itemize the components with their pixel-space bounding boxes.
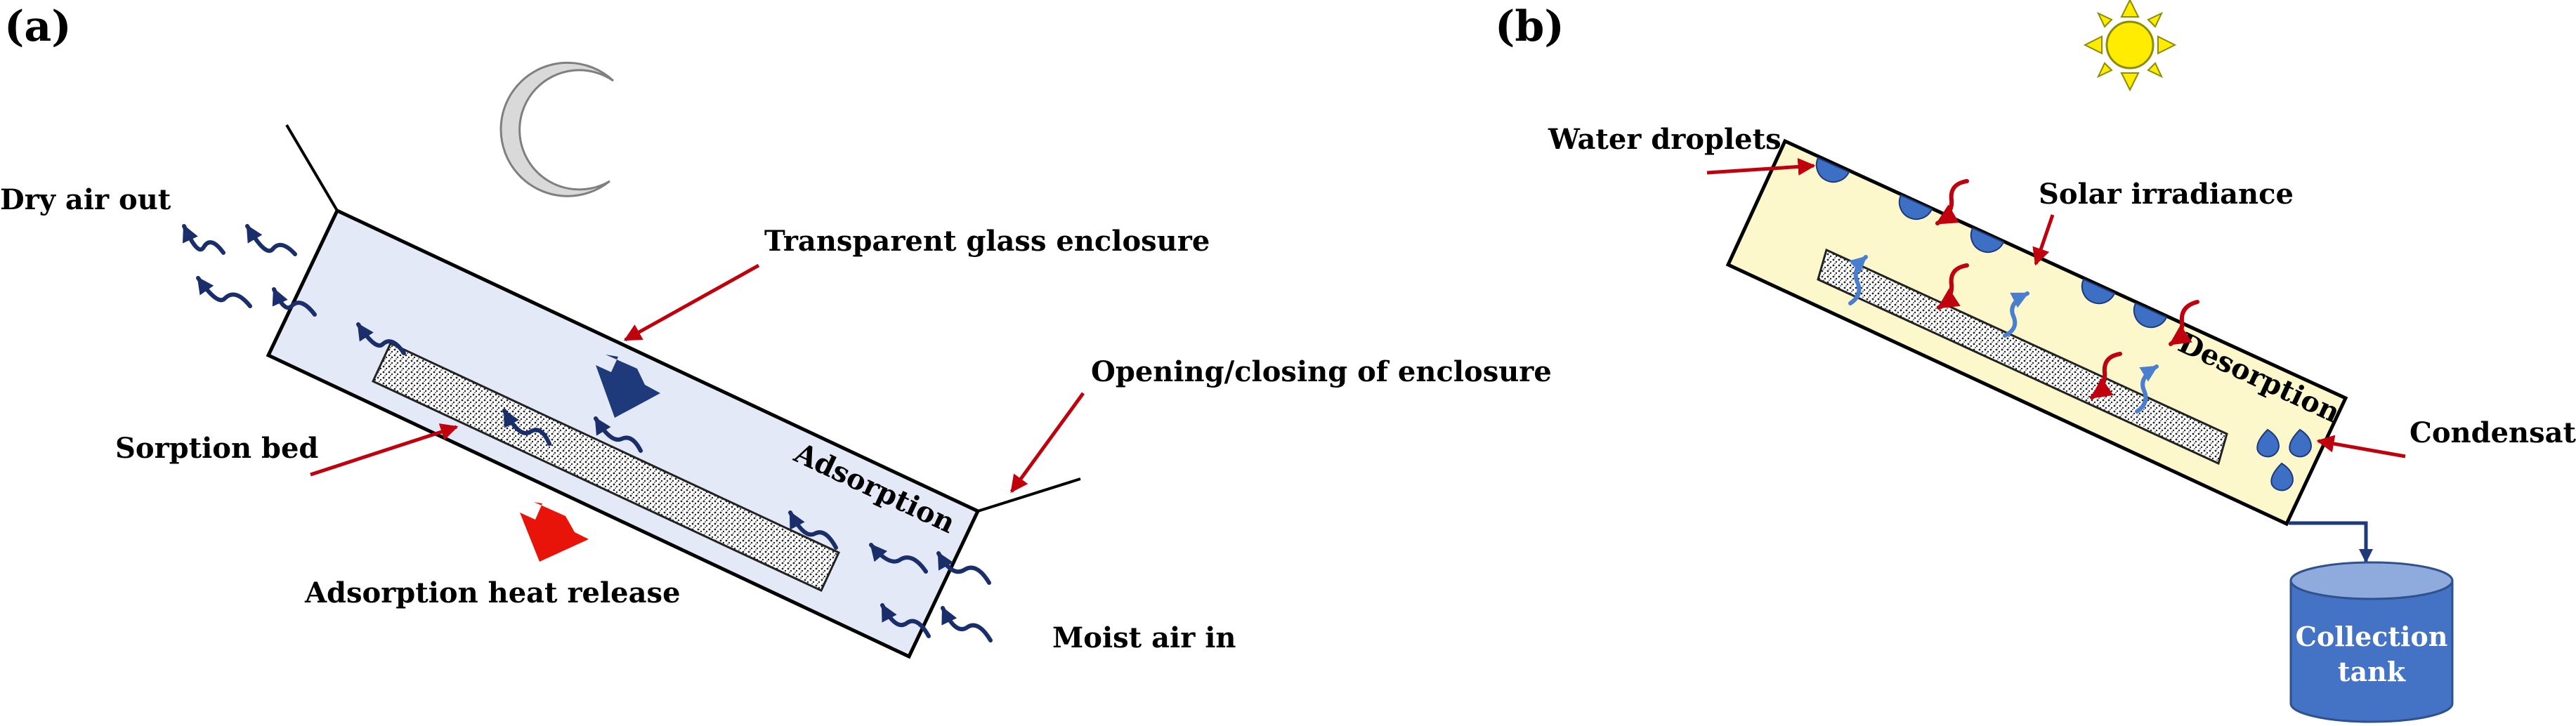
collection-tank: Collection tank bbox=[2289, 561, 2454, 723]
condensate-drop-1 bbox=[2256, 428, 2280, 458]
panel-a: (a) Adsorption bbox=[0, 2, 1552, 659]
pointer-glass bbox=[623, 263, 760, 342]
dry-air-out-label: Dry air out bbox=[0, 183, 171, 216]
cool-arrow-icon bbox=[596, 355, 660, 418]
airflow-in-2 bbox=[502, 409, 551, 446]
sorption-bed-a bbox=[372, 342, 840, 592]
vapor-3 bbox=[2135, 364, 2159, 414]
tank-label-line1: Collection bbox=[2296, 621, 2448, 652]
drain-pipe bbox=[2289, 521, 2373, 563]
vapor-arrows bbox=[1848, 255, 2159, 414]
panel-b: (b) Desorption bbox=[1495, 0, 2576, 723]
airflow-arrows-a bbox=[182, 224, 993, 642]
vapor-2 bbox=[2003, 291, 2029, 338]
heat-arrow-icon bbox=[520, 502, 589, 562]
sun-icon bbox=[2083, 0, 2177, 92]
enclosure-lid-right bbox=[977, 477, 1081, 513]
pointers-b bbox=[1706, 158, 2406, 458]
condensate-drops bbox=[2256, 428, 2313, 491]
irradiance-3 bbox=[2169, 300, 2199, 346]
tank-top bbox=[2289, 561, 2454, 600]
airflow-in-3 bbox=[594, 416, 643, 453]
irradiance-2 bbox=[1937, 263, 1969, 310]
droplet-3 bbox=[1970, 227, 2005, 253]
solar-irradiance-label: Solar irradiance bbox=[2039, 178, 2294, 211]
condensate-drop-3 bbox=[2270, 462, 2294, 491]
airflow-in-5 bbox=[869, 543, 928, 574]
irradiance-4 bbox=[2090, 352, 2122, 400]
moon-icon bbox=[499, 61, 615, 197]
water-droplets-label: Water droplets bbox=[1548, 123, 1781, 156]
tank-body bbox=[2289, 579, 2454, 723]
airflow-out-2 bbox=[245, 224, 297, 256]
pointer-bed bbox=[310, 423, 459, 477]
airflow-out-3 bbox=[196, 276, 252, 308]
water-droplets bbox=[1815, 157, 2168, 329]
condensate-drop-2 bbox=[2289, 428, 2313, 458]
airflow-out-1 bbox=[182, 224, 225, 255]
airflow-in-4 bbox=[788, 510, 838, 550]
airflow-in-7 bbox=[880, 603, 931, 638]
moist-air-in-label: Moist air in bbox=[1052, 621, 1236, 654]
pointer-condensate bbox=[2316, 435, 2406, 458]
transparent-glass-label: Transparent glass enclosure bbox=[764, 225, 1210, 258]
airflow-in-6 bbox=[936, 551, 991, 585]
sorption-bed-label: Sorption bed bbox=[115, 432, 318, 465]
tank-label-line2: tank bbox=[2338, 656, 2406, 687]
droplet-4 bbox=[2081, 278, 2116, 305]
vapor-1 bbox=[1848, 255, 1868, 305]
pointers-a bbox=[310, 263, 1085, 494]
opening-closing-label: Opening/closing of enclosure bbox=[1091, 355, 1552, 388]
airflow-in-8 bbox=[941, 606, 993, 642]
adsorption-heat-label: Adsorption heat release bbox=[304, 576, 681, 609]
droplet-2 bbox=[1898, 194, 1933, 220]
droplet-5 bbox=[2133, 302, 2168, 329]
condensate-label: Condensate bbox=[2410, 416, 2576, 449]
pointer-irradiance bbox=[2032, 214, 2055, 266]
panel-a-tag: (a) bbox=[4, 2, 72, 51]
airflow-in-1 bbox=[356, 322, 406, 355]
droplet-1 bbox=[1815, 157, 1850, 183]
irradiance-1 bbox=[1935, 179, 1969, 225]
enclosure-lid-left bbox=[285, 124, 339, 212]
sorption-bed-b bbox=[1817, 248, 2228, 466]
irradiance-arrows bbox=[1935, 179, 2199, 400]
pointer-opening bbox=[1009, 392, 1085, 494]
panel-b-tag: (b) bbox=[1495, 2, 1564, 51]
airflow-out-4 bbox=[272, 287, 317, 317]
pointer-droplets bbox=[1706, 158, 1816, 176]
